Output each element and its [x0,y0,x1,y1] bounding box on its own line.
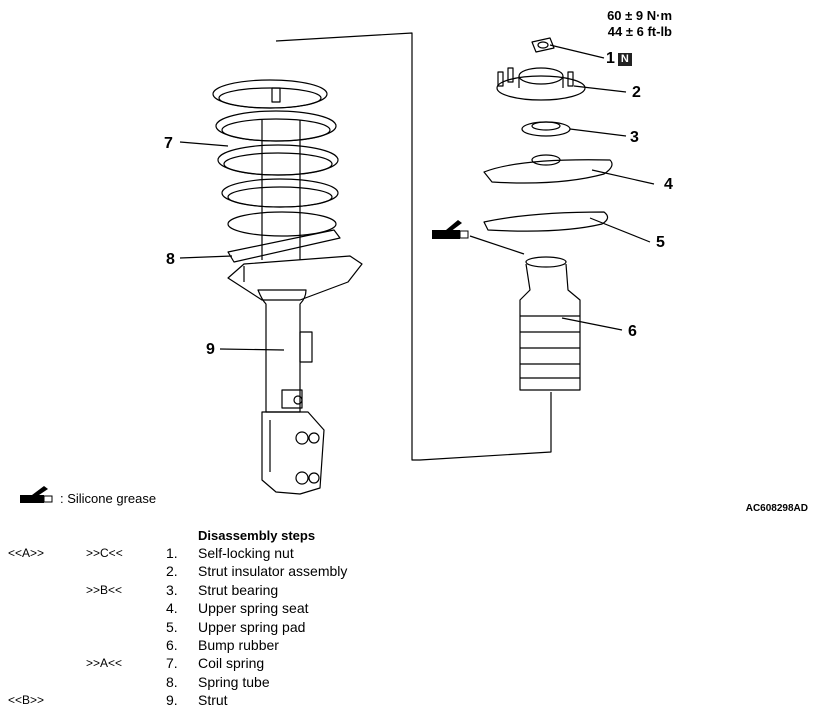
step-label: Upper spring seat [198,600,309,617]
legend-grease-icon [20,486,53,503]
callout-7: 7 [164,135,173,152]
callout-8: 8 [166,251,175,268]
bump-rubber [519,256,581,391]
install-ref: <<A>> [8,546,45,560]
step-number: 6. [166,636,178,653]
steps-title: Disassembly steps [198,528,316,543]
install-ref: <<B>> [8,693,45,708]
torque-spec: 60 ± 9 N·m 44 ± 6 ft-lb [607,8,672,40]
step-label: Strut insulator assembly [198,563,348,580]
step-number: 1. [166,545,178,561]
callout-9: 9 [206,341,215,358]
callout-4: 4 [664,176,673,193]
callout-5: 5 [656,234,665,251]
step-number: 2. [166,563,178,580]
assembly-connector-line [275,32,552,461]
step-label: Self-locking nut [198,545,294,561]
callout-1-number: 1 [606,50,615,67]
coil-spring [212,79,339,237]
step-label: Strut bearing [198,581,279,598]
step-label: Upper spring pad [198,618,306,635]
step-label: Spring tube [198,673,270,690]
callout-3: 3 [630,129,639,146]
legend-icon-spacer [18,491,60,509]
step-label: Coil spring [198,655,265,672]
step-number: 5. [166,618,178,635]
strut-bearing [521,121,571,137]
removal-ref: >>A<< [86,656,123,671]
spring-tube [227,229,341,263]
torque-nm: 60 ± 9 N·m [607,8,672,23]
callout-2: 2 [632,84,641,101]
step-number: 8. [166,673,178,690]
step-number: 7. [166,655,178,672]
legend: : Silicone grease [18,490,156,509]
strut-insulator [496,67,586,101]
removal-ref: >>C<< [86,546,123,560]
legend-text: : Silicone grease [60,491,157,506]
removal-ref: >>B<< [86,582,123,597]
upper-spring-pad [483,211,609,232]
grease-gun-icon [432,220,469,239]
step-label: Strut [198,692,228,709]
upper-spring-seat [483,154,613,184]
step-number: 4. [166,600,178,617]
figure-code: AC608298AD [745,503,808,514]
step-number: 9. [166,692,178,709]
self-locking-nut [531,37,555,53]
non-reusable-badge: N [617,53,632,66]
torque-ftlb: 44 ± 6 ft-lb [607,24,672,39]
step-number: 3. [166,581,178,598]
callout-6: 6 [628,323,637,340]
step-label: Bump rubber [198,636,279,653]
exploded-strut-diagram [20,32,655,503]
